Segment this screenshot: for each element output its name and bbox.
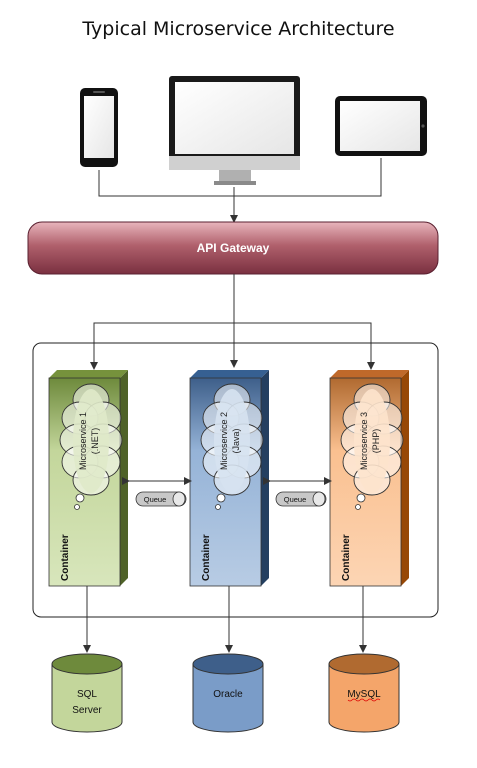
gateway-connectors — [90, 274, 375, 370]
database-mysql: MySQL — [328, 653, 400, 733]
microservice-2-name: Microservice 2 — [219, 412, 229, 470]
container-label-2: Container — [201, 534, 212, 581]
container-label-3: Container — [341, 534, 352, 581]
queue-1: Queue — [135, 491, 187, 507]
database-sql-server: SQL Server — [51, 653, 123, 733]
queue-1-label: Queue — [144, 495, 167, 504]
microservice-1-tech: (.NET) — [90, 428, 100, 455]
microservice-2-cloud: Microservice 2 (Java) — [200, 383, 264, 510]
microservice-2-tech: (Java) — [231, 428, 241, 453]
queue-2: Queue — [275, 491, 327, 507]
container-label-1: Container — [60, 534, 71, 581]
database-2-label: Oracle — [213, 689, 243, 700]
microservice-3-tech: (PHP) — [371, 429, 381, 454]
database-oracle: Oracle — [192, 653, 264, 733]
database-1-label-line2: Server — [72, 705, 102, 716]
microservice-1-name: Microservice 1 — [78, 412, 88, 470]
microservice-1-cloud: Microservice 1 (.NET) — [59, 383, 123, 510]
queue-2-label: Queue — [284, 495, 307, 504]
client-connectors — [98, 158, 382, 223]
tablet-icon — [335, 96, 427, 156]
phone-icon — [80, 88, 118, 167]
api-gateway-label: API Gateway — [197, 241, 270, 255]
spellcheck-underline — [347, 698, 381, 702]
database-connectors — [83, 586, 367, 653]
diagram-title: Typical Microservice Architecture — [82, 18, 395, 40]
database-1-label-line1: SQL — [77, 689, 97, 700]
desktop-monitor-icon — [169, 76, 300, 185]
database-3-label: MySQL — [347, 689, 381, 700]
api-gateway: API Gateway — [27, 221, 439, 275]
container-cluster-frame — [32, 342, 439, 618]
microservice-3-name: Microservice 3 — [359, 412, 369, 470]
microservice-3-cloud: Microservice 3 (PHP) — [340, 383, 404, 510]
